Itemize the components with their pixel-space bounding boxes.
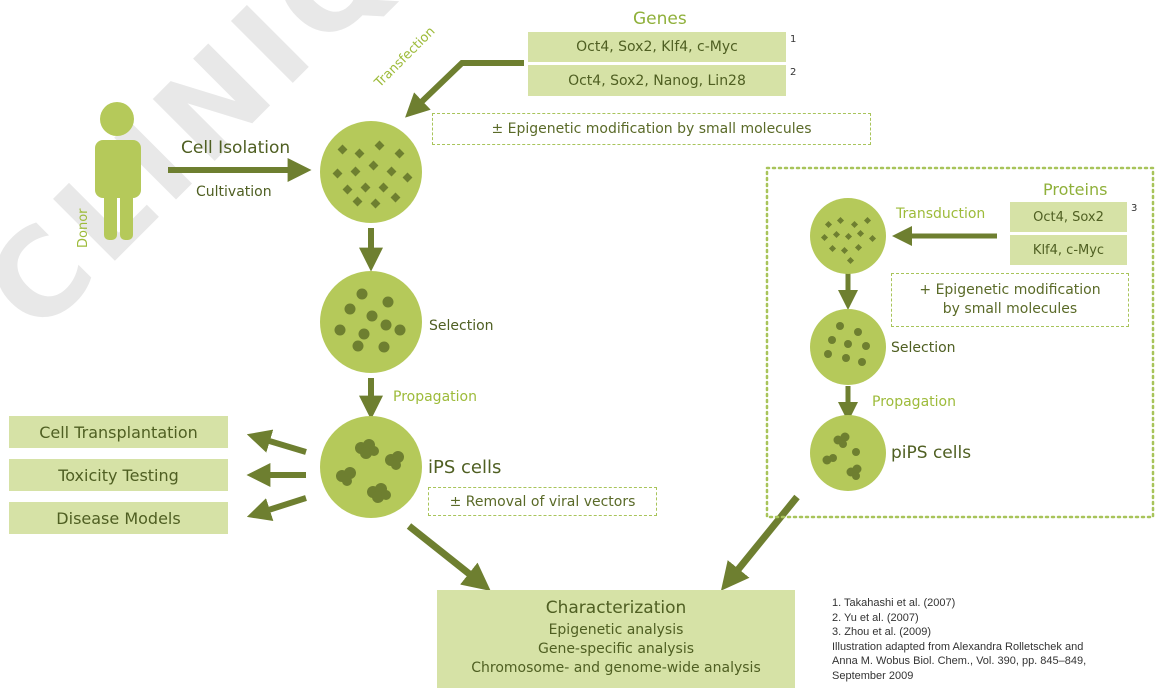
- selection-label: Selection: [429, 318, 494, 334]
- reference-1: 1. Takahashi et al. (2007): [832, 597, 956, 609]
- characterization-item-2: Gene-specific analysis: [537, 641, 695, 657]
- application-cell-transplantation: Cell Transplantation: [9, 416, 228, 448]
- characterization-item-1: Epigenetic analysis: [548, 622, 684, 638]
- references: 1. Takahashi et al. (2007) 2. Yu et al. …: [832, 596, 1086, 683]
- protein-epigenetic-line-1: + Epigenetic modification: [919, 282, 1101, 298]
- transduced-diamonds: [820, 216, 877, 265]
- protein-set-2: Klf4, c-Myc: [1010, 235, 1127, 265]
- reference-adapted-2: Anna M. Wobus Biol. Chem., Vol. 390, pp.…: [832, 655, 1087, 667]
- arrow-pips-to-characterization: [720, 494, 800, 591]
- pips-cell-circle: [810, 415, 886, 491]
- arrow-ips-to-characterization: [406, 523, 491, 591]
- reference-3: 3. Zhou et al. (2009): [832, 626, 932, 638]
- pips-cells-label: piPS cells: [891, 443, 972, 463]
- reference-adapted-3: September 2009: [832, 669, 914, 682]
- protein-set-1-ref: 3: [1131, 203, 1138, 214]
- protein-epigenetic-line-2: by small molecules: [942, 301, 1078, 317]
- gene-set-2-ref: 2: [790, 67, 797, 78]
- ips-cell-circle: [320, 416, 422, 518]
- propagation-label: Propagation: [393, 389, 477, 405]
- protein-set-1: Oct4, Sox2: [1010, 202, 1127, 232]
- reference-adapted-1: Illustration adapted from Alexandra Roll…: [832, 640, 1084, 653]
- transfection-arrow: [405, 60, 524, 118]
- gene-set-1-ref: 1: [790, 34, 797, 45]
- gene-set-1: Oct4, Sox2, Klf4, c-Myc: [528, 32, 786, 62]
- selection-dots: [334, 288, 406, 353]
- genes-title: Genes: [633, 9, 687, 29]
- transfected-diamonds: [332, 140, 413, 209]
- pips-colonies: [822, 432, 862, 480]
- application-disease-models: Disease Models: [9, 502, 228, 534]
- characterization-title: Characterization: [545, 598, 687, 618]
- arrow-to-disease: [246, 495, 307, 522]
- ips-cells-label: iPS cells: [428, 457, 502, 478]
- protein-epigenetic-box: + Epigenetic modification by small molec…: [891, 273, 1129, 327]
- protein-propagation-label: Propagation: [872, 394, 956, 410]
- ips-colonies: [336, 439, 404, 503]
- epigenetic-modification-box: ± Epigenetic modification by small molec…: [432, 113, 871, 145]
- reference-2: 2. Yu et al. (2007): [832, 611, 919, 624]
- proteins-title: Proteins: [1043, 180, 1108, 199]
- gene-set-2: Oct4, Sox2, Nanog, Lin28: [528, 65, 786, 96]
- removal-viral-vectors-box: ± Removal of viral vectors: [428, 487, 657, 516]
- cell-isolation-label: Cell Isolation: [181, 138, 291, 158]
- characterization-item-3: Chromosome- and genome-wide analysis: [471, 660, 761, 676]
- selection-cell-circle: [320, 271, 422, 373]
- arrow-to-transplantation: [246, 429, 307, 455]
- transduction-label: Transduction: [896, 206, 986, 222]
- donor-label: Donor: [76, 208, 91, 248]
- application-toxicity-testing: Toxicity Testing: [9, 459, 228, 491]
- cultivation-label: Cultivation: [196, 184, 272, 200]
- protein-selection-label: Selection: [891, 340, 956, 356]
- characterization-box: Characterization Epigenetic analysis Gen…: [437, 590, 795, 688]
- protein-selection-dots: [824, 322, 870, 366]
- donor-person-icon: [95, 102, 141, 240]
- protein-panel-border: [765, 166, 1155, 519]
